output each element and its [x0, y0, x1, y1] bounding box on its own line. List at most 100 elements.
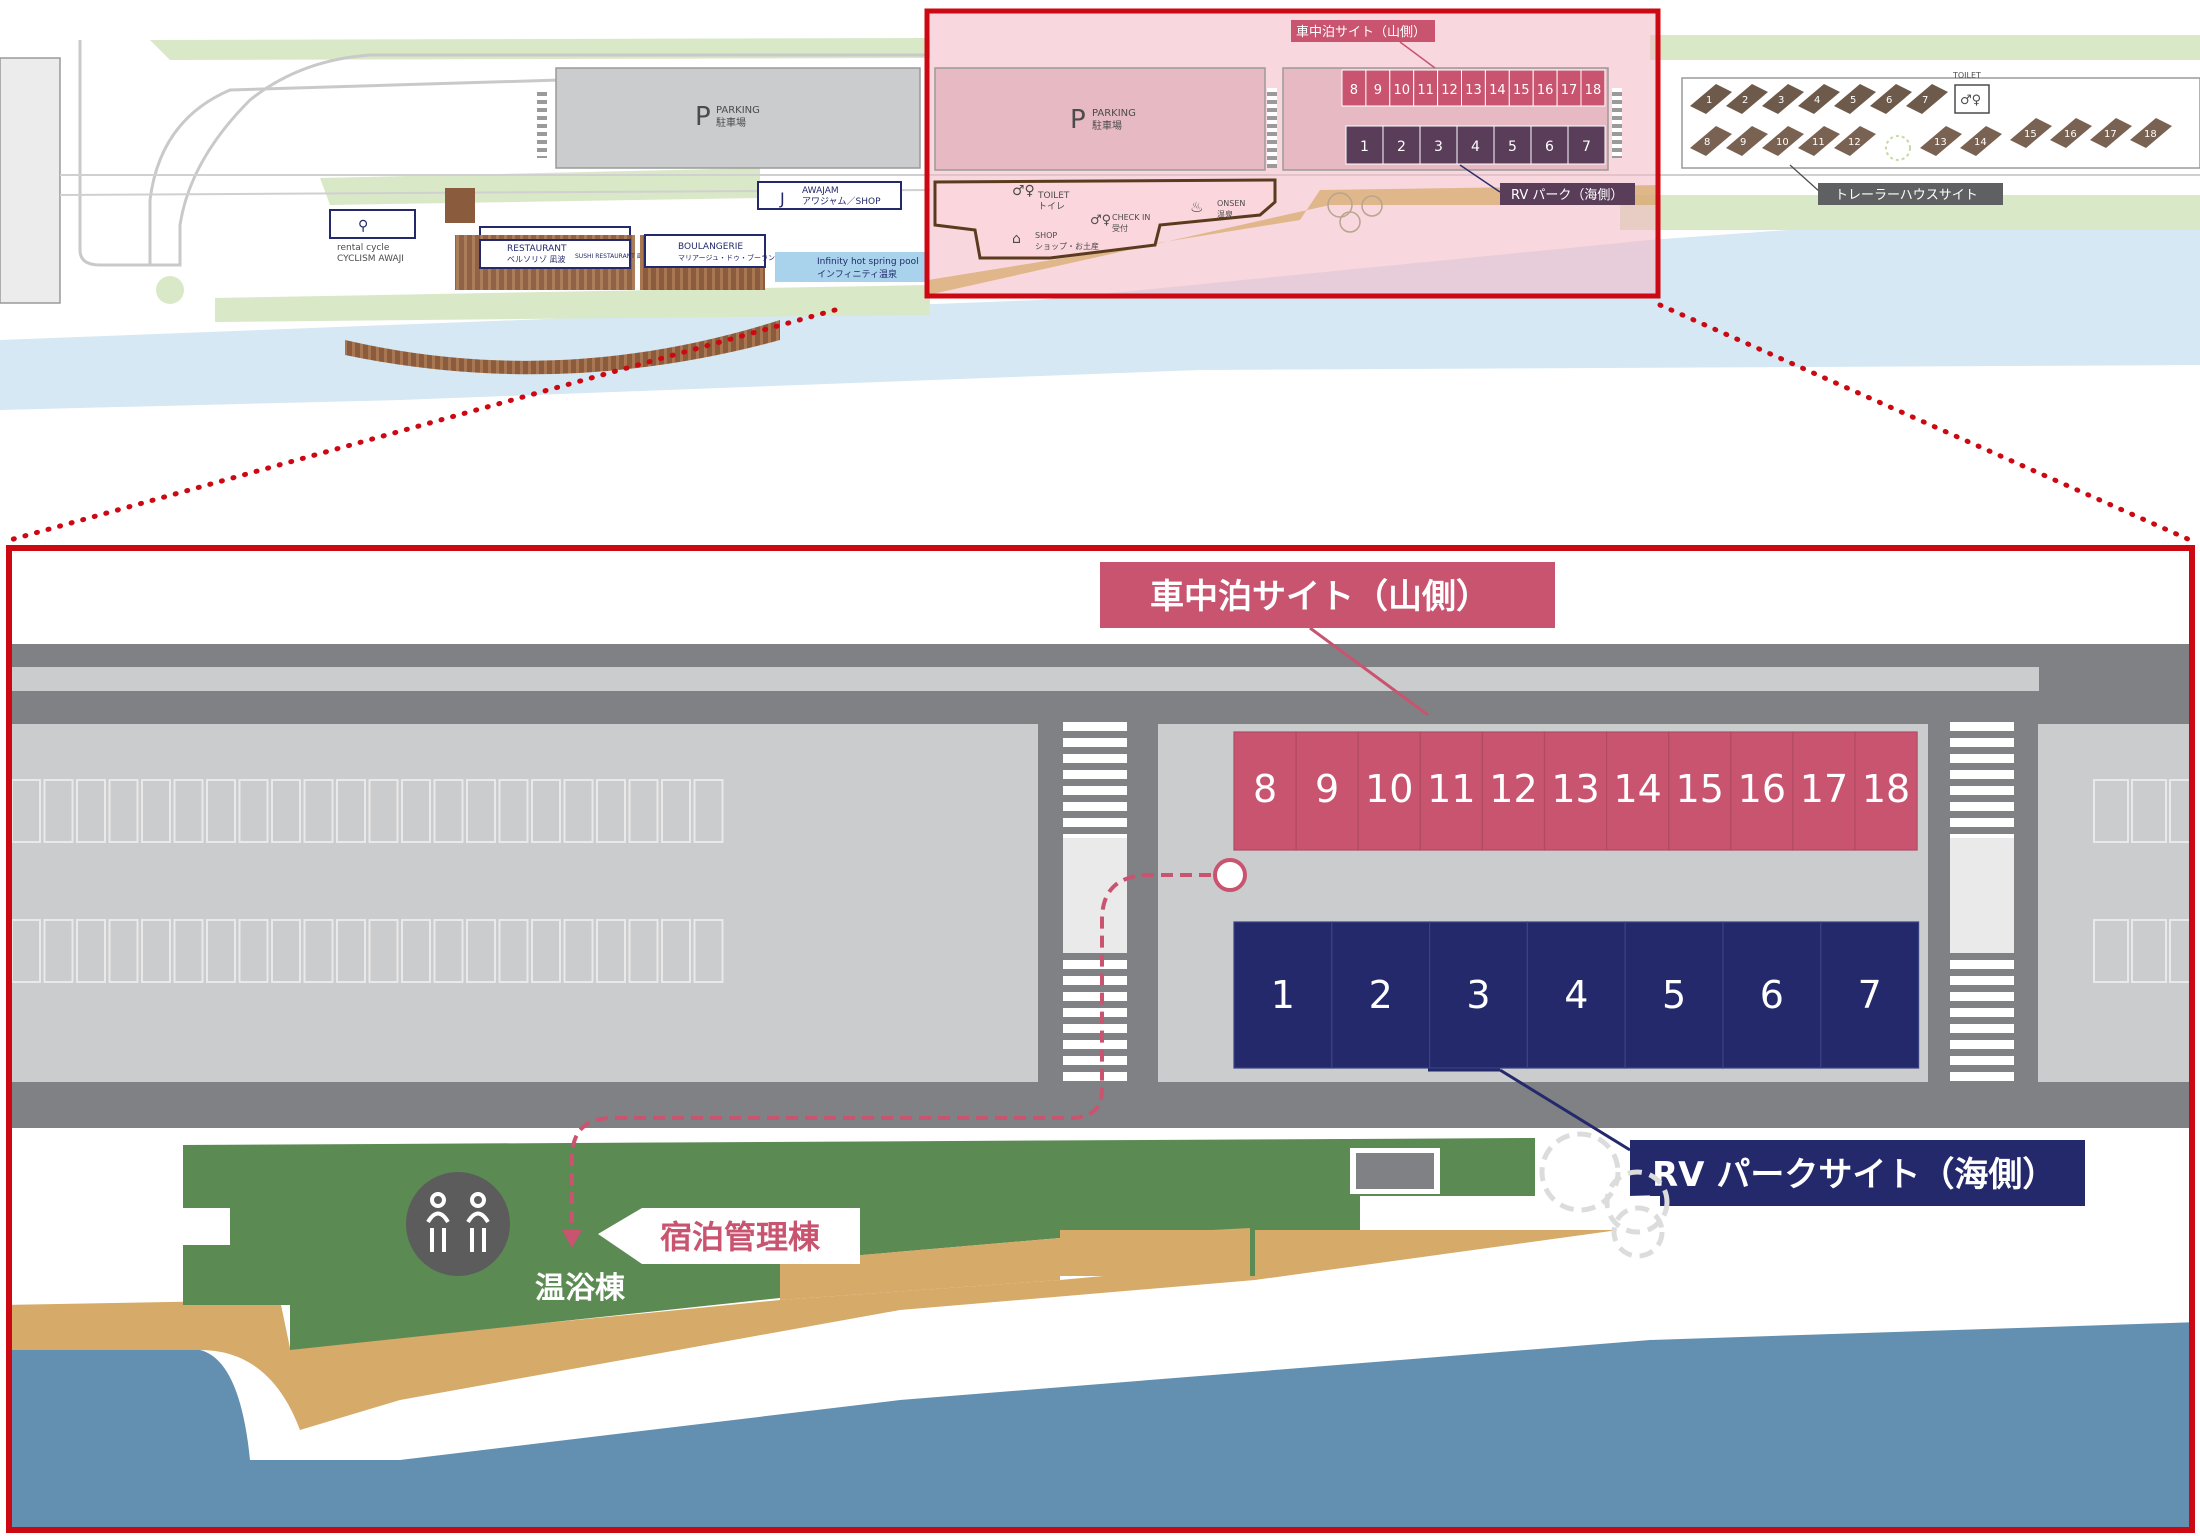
trailer-unit[interactable]: [2010, 118, 2052, 148]
trailer-unit[interactable]: [2130, 118, 2172, 148]
car-stay-slot-number: 8: [1253, 767, 1277, 811]
parking-2-label-ja: 駐車場: [1092, 119, 1122, 132]
sushi-label: SUSHI RESTAURANT 凪 寿: [575, 252, 651, 260]
overview-rv-leader: [1459, 164, 1501, 193]
car-stay-slot[interactable]: [1233, 731, 1297, 851]
zoom-connector-right: [1657, 302, 2193, 543]
trailer-unit[interactable]: [1690, 126, 1732, 156]
detail-lane-2: [1950, 838, 2014, 953]
overview-green-top: [150, 38, 930, 60]
overview-boulangerie-card: [644, 234, 766, 268]
parking-stall: [498, 919, 529, 983]
overview-road-curve-2: [148, 78, 561, 265]
trailer-unit[interactable]: [2090, 118, 2132, 148]
trailer-unit[interactable]: [1726, 126, 1768, 156]
trailer-unit[interactable]: [1726, 84, 1768, 114]
rv-slot[interactable]: [1624, 921, 1724, 1069]
car-stay-slot[interactable]: [1419, 731, 1484, 851]
crosswalk-stripe: [1950, 802, 2014, 811]
parking-stall: [173, 779, 204, 843]
car-stay-slot[interactable]: [1792, 731, 1856, 851]
overview-crossing-2: [1267, 88, 1277, 168]
car-stay-slot[interactable]: [1854, 731, 1918, 851]
overview-rv-slot[interactable]: [1530, 125, 1569, 165]
overview-rv-slot[interactable]: [1567, 125, 1606, 165]
trailer-unit[interactable]: [1798, 126, 1840, 156]
rv-slot-number: 5: [1662, 973, 1686, 1017]
parking-stall: [336, 779, 366, 843]
car-stay-slot[interactable]: [1605, 731, 1670, 851]
overview-crossing-1: [537, 88, 547, 158]
overview-shop-ja: ショップ・お土産: [1035, 241, 1099, 251]
car-stay-slot[interactable]: [1543, 731, 1608, 851]
trailer-unit[interactable]: [1920, 126, 1962, 156]
overview-rv-slot[interactable]: [1456, 125, 1495, 165]
crosswalk-stripe: [1950, 738, 2014, 747]
overview-cycle-card: [329, 209, 416, 239]
overview-rv-slot[interactable]: [1419, 125, 1458, 165]
trailer-unit-number: 10: [1776, 137, 1789, 148]
rv-slot[interactable]: [1722, 921, 1822, 1069]
crosswalk-stripe: [1063, 1024, 1127, 1033]
overview-rv-slot[interactable]: [1345, 125, 1384, 165]
awajam-label-en: AWAJAM: [802, 186, 839, 196]
overview-rv-number: 4: [1471, 139, 1480, 155]
parking-stall: [206, 919, 236, 983]
overview-restaurant-card: [479, 239, 631, 269]
trailer-toilet-label: TOILET: [1952, 71, 1981, 80]
parking-stall: [2093, 919, 2129, 983]
trailer-unit-number: 14: [1974, 137, 1987, 148]
trailer-unit[interactable]: [1834, 126, 1876, 156]
trailer-unit[interactable]: [1834, 84, 1876, 114]
car-stay-slot-number: 18: [1862, 767, 1910, 811]
overview-green-top-right: [1650, 35, 2200, 60]
rv-slot[interactable]: [1526, 921, 1626, 1069]
overview-car-stay-slot[interactable]: [1580, 69, 1606, 107]
parking-stall: [693, 919, 724, 983]
trailer-unit[interactable]: [1960, 126, 2002, 156]
parking-stall: [108, 919, 139, 983]
parking-stall: [401, 779, 431, 843]
trailer-unit[interactable]: [2050, 118, 2092, 148]
rv-slot[interactable]: [1428, 921, 1528, 1069]
infinity-label-en: Infinity hot spring pool: [817, 257, 919, 267]
overview-shop-en: SHOP: [1035, 231, 1057, 240]
parking-stall: [238, 919, 269, 983]
overview-onsen-en: ONSEN: [1217, 199, 1245, 208]
rv-slot-number: 2: [1369, 973, 1393, 1017]
overview-rv-number: 2: [1397, 139, 1406, 155]
crosswalk-stripe: [1063, 786, 1127, 795]
trailer-plaza: [1885, 135, 1911, 161]
crosswalk-stripe: [1063, 722, 1127, 731]
rv-slot[interactable]: [1233, 921, 1333, 1069]
detail-beach-left: [780, 1238, 1060, 1300]
car-stay-slot[interactable]: [1295, 731, 1359, 851]
parking-stall: [433, 919, 464, 983]
trailer-unit[interactable]: [1762, 84, 1804, 114]
overview-rv-slot[interactable]: [1493, 125, 1532, 165]
crosswalk-stripe: [1063, 1056, 1127, 1065]
crosswalk-stripe: [1950, 1024, 2014, 1033]
parking-stall: [238, 779, 269, 843]
car-stay-slot[interactable]: [1668, 731, 1732, 851]
parking-stall: [141, 779, 171, 843]
rv-slot[interactable]: [1820, 921, 1920, 1069]
detail-frame: [6, 545, 2195, 1533]
overview-rv-slot[interactable]: [1382, 125, 1421, 165]
trailer-unit[interactable]: [1906, 84, 1948, 114]
overview-parking-2: [934, 67, 1266, 171]
crosswalk-stripe: [1063, 770, 1127, 779]
trailer-unit[interactable]: [1690, 84, 1732, 114]
trailer-unit[interactable]: [1798, 84, 1840, 114]
car-stay-slot[interactable]: [1730, 731, 1794, 851]
trailer-unit[interactable]: [1762, 126, 1804, 156]
detail-rv-tag: [1630, 1140, 2085, 1206]
trailer-unit-number: 7: [1922, 95, 1928, 106]
trailer-unit[interactable]: [1870, 84, 1912, 114]
car-stay-slot[interactable]: [1357, 731, 1421, 851]
crosswalk-stripe: [1950, 1056, 2014, 1065]
detail-parking-lot: [9, 724, 1038, 1082]
